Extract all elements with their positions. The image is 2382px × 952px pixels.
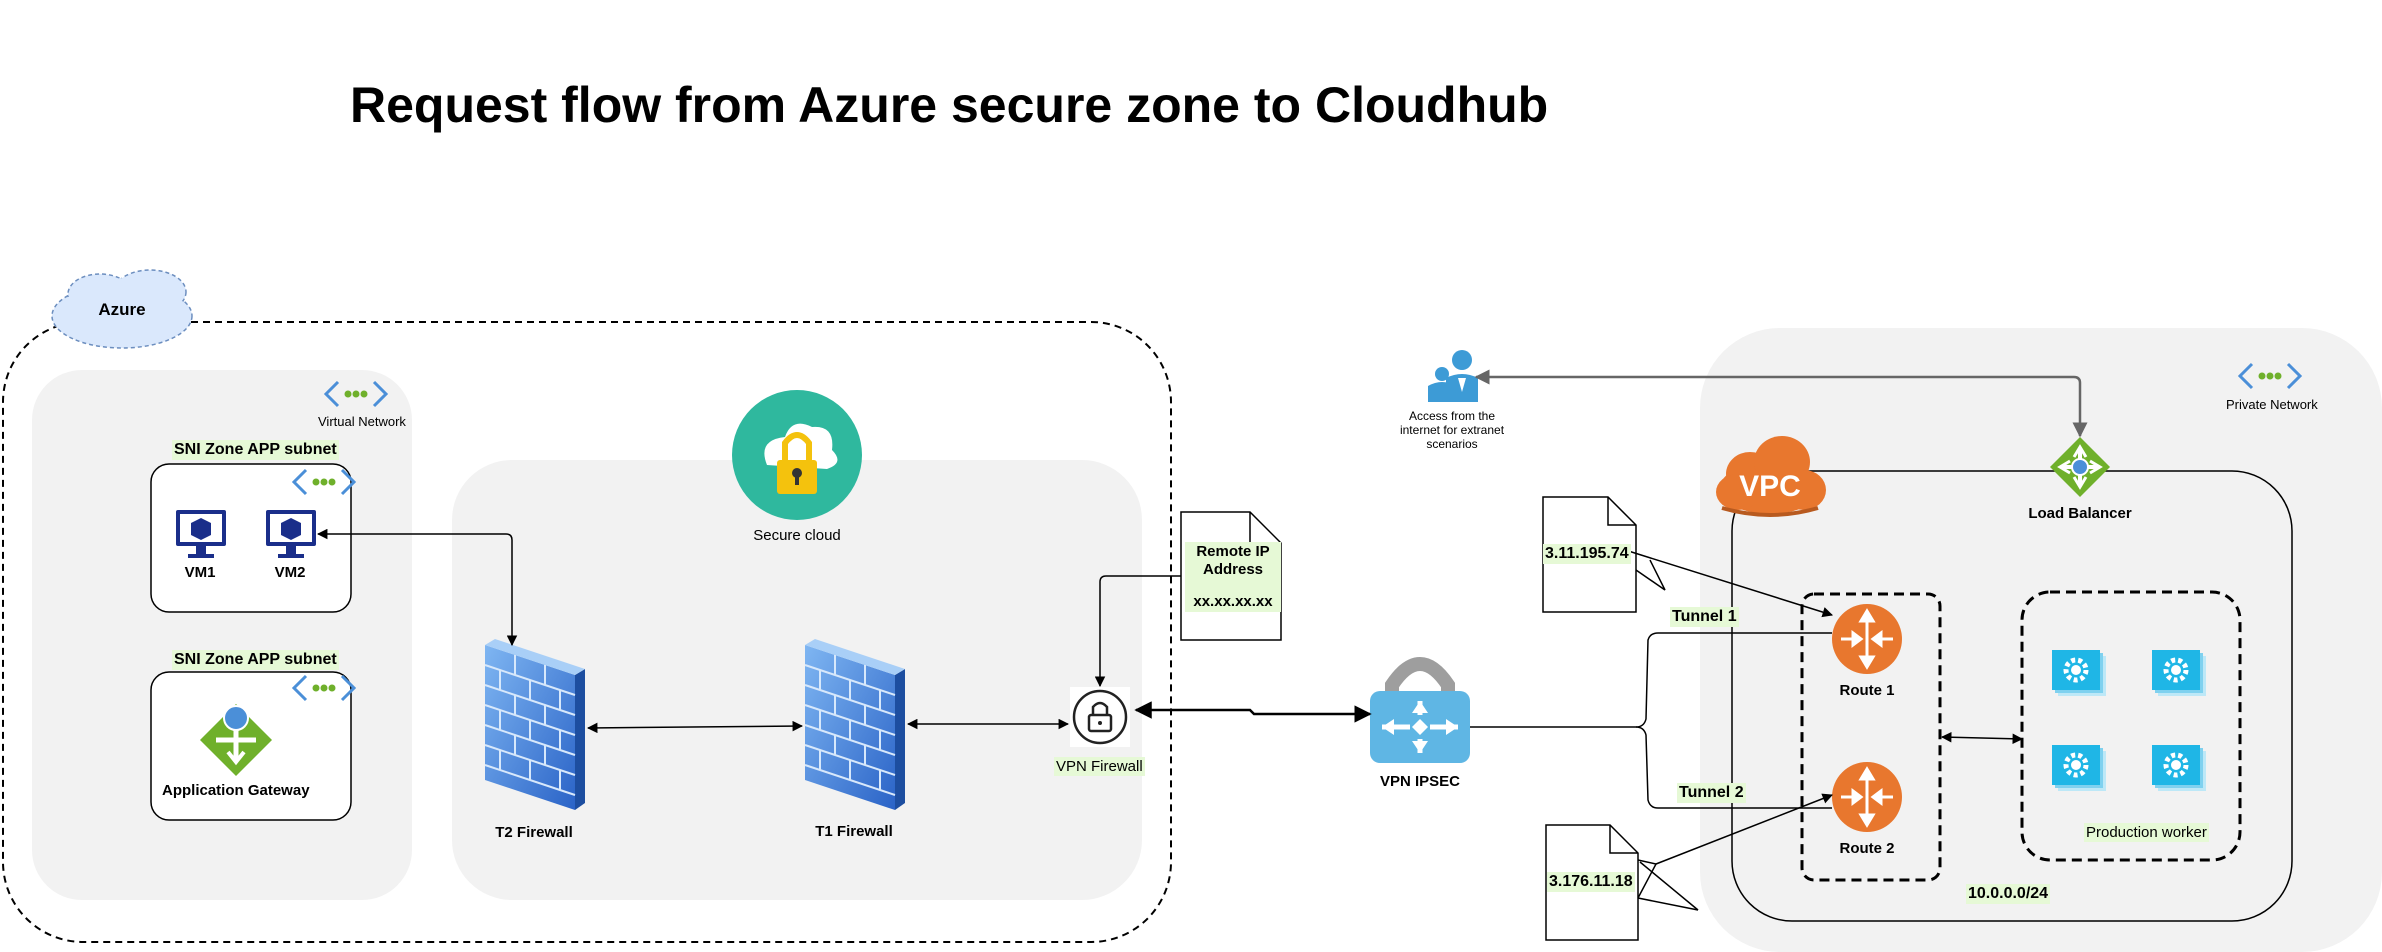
application-gateway-label: Application Gateway xyxy=(162,782,310,799)
vm1-icon xyxy=(176,510,226,558)
remote-ip-line1: Remote IP xyxy=(1196,543,1270,560)
vm2-label: VM2 xyxy=(274,564,306,581)
remote-ip-line2: Address xyxy=(1202,561,1264,578)
application-gateway-icon xyxy=(200,704,272,776)
diagram-title: Request flow from Azure secure zone to C… xyxy=(350,77,1549,133)
subnet2-network-icon xyxy=(291,674,357,702)
virtual-network-label: Virtual Network xyxy=(318,414,406,429)
t2-firewall-label: T2 Firewall xyxy=(495,824,573,841)
vpc-cloud-icon xyxy=(1716,436,1826,517)
vpn-firewall-label: VPN Firewall xyxy=(1054,757,1145,776)
vpn-firewall-icon xyxy=(1070,687,1130,747)
worker-gear-icon xyxy=(2152,650,2206,696)
t2-firewall-icon xyxy=(484,639,585,810)
route2-label: Route 2 xyxy=(1839,840,1895,857)
vpc-box xyxy=(1731,470,2293,922)
load-balancer-label: Load Balancer xyxy=(2028,505,2132,522)
extranet-connector xyxy=(1474,369,2088,438)
users-icon xyxy=(1428,350,1478,402)
worker-gear-icon xyxy=(2152,745,2206,791)
worker-gear-icon xyxy=(2052,745,2106,791)
load-balancer-icon xyxy=(2050,437,2110,497)
connectors xyxy=(316,528,2024,911)
ip1-label: 3.11.195.74 xyxy=(1543,544,1631,564)
production-worker-box xyxy=(2020,590,2242,862)
azure-cloud-shape xyxy=(51,269,193,349)
virtual-network-icon xyxy=(323,380,389,408)
vpc-label: VPC xyxy=(1739,470,1801,503)
private-network-icon xyxy=(2237,362,2303,390)
ip2-label: 3.176.11.18 xyxy=(1547,872,1635,892)
secure-cloud-icon xyxy=(732,390,862,520)
vpn-ipsec-icon xyxy=(1370,657,1470,763)
route1-label: Route 1 xyxy=(1839,682,1895,699)
secure-cloud-zone xyxy=(452,460,1142,900)
route2-icon xyxy=(1832,762,1902,832)
subnet1-label: SNI Zone APP subnet xyxy=(172,440,339,460)
routes-box xyxy=(1800,592,1942,882)
remote-ip-line3: xx.xx.xx.xx xyxy=(1193,593,1273,610)
secure-cloud-label: Secure cloud xyxy=(753,527,841,544)
t1-firewall-icon xyxy=(804,639,905,810)
t1-firewall-label: T1 Firewall xyxy=(815,823,893,840)
subnet1-network-icon xyxy=(291,468,357,496)
remote-ip-note-text: Remote IP Address xx.xx.xx.xx xyxy=(1185,542,1281,612)
azure-region xyxy=(2,321,1172,943)
vpn-ipsec-label: VPN IPSEC xyxy=(1379,773,1461,790)
worker-gear-icon xyxy=(2052,650,2106,696)
tunnel1-label: Tunnel 1 xyxy=(1670,607,1739,627)
subnet2-label: SNI Zone APP subnet xyxy=(172,650,339,670)
private-network-label: Private Network xyxy=(2226,397,2318,412)
vm1-label: VM1 xyxy=(184,564,216,581)
route1-icon xyxy=(1832,604,1902,674)
cidr-label: 10.0.0.0/24 xyxy=(1966,884,2051,904)
production-worker-label: Production worker xyxy=(2084,823,2209,842)
tunnel2-label: Tunnel 2 xyxy=(1677,783,1746,803)
azure-label: Azure xyxy=(98,300,146,319)
vm2-icon xyxy=(266,510,316,558)
access-label: Access from the internet for extranet sc… xyxy=(1399,409,1505,451)
